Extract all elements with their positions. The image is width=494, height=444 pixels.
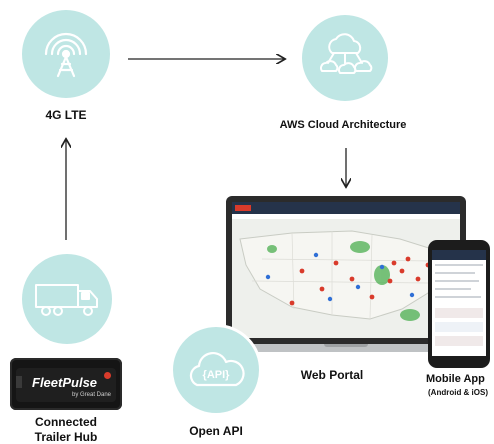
device-tagline: by Great Dane <box>72 392 112 398</box>
aws-label: AWS Cloud Architecture <box>279 119 407 131</box>
hub-node-circle <box>22 254 112 344</box>
api-icon-text: {API} <box>203 369 231 381</box>
antenna-icon <box>44 32 88 78</box>
mobile-app-label: Mobile App <box>426 373 485 385</box>
device-plus-mark <box>104 372 111 379</box>
cloud-network-icon <box>320 33 373 74</box>
api-cloud-icon: {API} <box>189 352 245 387</box>
laptop <box>220 196 472 354</box>
fleet-map <box>232 219 460 338</box>
fleetpulse-device: FleetPulse by Great Dane <box>10 358 122 410</box>
web-portal-screen <box>232 202 460 338</box>
lte-node-circle <box>22 10 110 98</box>
mobile-app-sublabel: (Android & iOS) <box>428 388 488 397</box>
lte-label: 4G LTE <box>45 108 87 122</box>
api-node-circle: {API} <box>170 324 262 416</box>
portal-header-bar <box>232 202 460 214</box>
aws-node-circle <box>302 15 388 101</box>
open-api-label: Open API <box>189 424 243 438</box>
device-brand: FleetPulse <box>32 375 98 390</box>
web-portal-label: Web Portal <box>300 368 364 382</box>
hub-label-line1: Connected <box>34 415 97 429</box>
truck-icon <box>35 284 98 316</box>
mobile-phone <box>428 240 490 368</box>
mobile-screen <box>432 250 486 356</box>
hub-label-line2: Trailer Hub <box>34 430 98 444</box>
